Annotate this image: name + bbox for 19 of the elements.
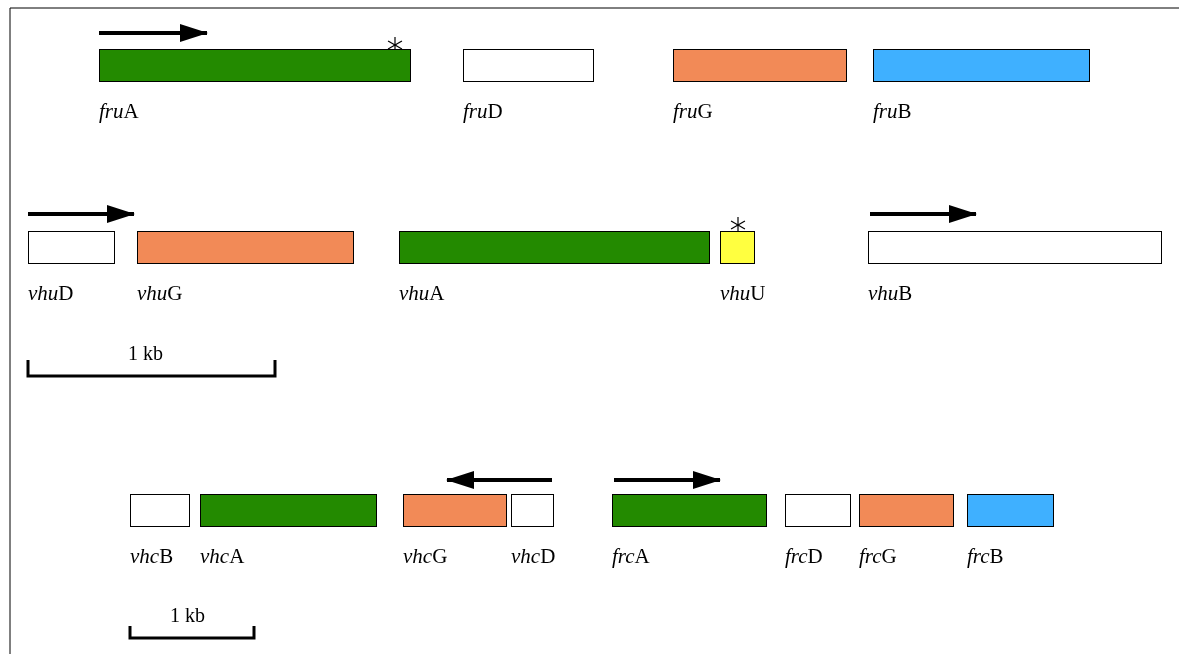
gene-name: vhuU [720, 281, 766, 305]
gene-name: vhuA [399, 281, 445, 305]
scale-label: 1 kb [128, 342, 163, 364]
gene-name: frcD [785, 544, 823, 568]
gene-name: vhuG [137, 281, 183, 305]
gene-name: fruG [673, 99, 713, 123]
gene-name: fruD [463, 99, 503, 123]
gene-name: vhcA [200, 544, 245, 568]
gene-name: fruB [873, 99, 912, 123]
gene-name: fruA [99, 99, 139, 123]
gene-name: vhuD [28, 281, 74, 305]
gene-name: frcB [967, 544, 1004, 568]
gene-name: vhcB [130, 544, 174, 568]
gene-name: vhuB [868, 281, 913, 305]
scale-label: 1 kb [170, 604, 205, 626]
gene-name: vhcG [403, 544, 448, 568]
gene-name: frcG [859, 544, 897, 568]
gene-name: vhcD [511, 544, 556, 568]
gene-name: frcA [612, 544, 650, 568]
